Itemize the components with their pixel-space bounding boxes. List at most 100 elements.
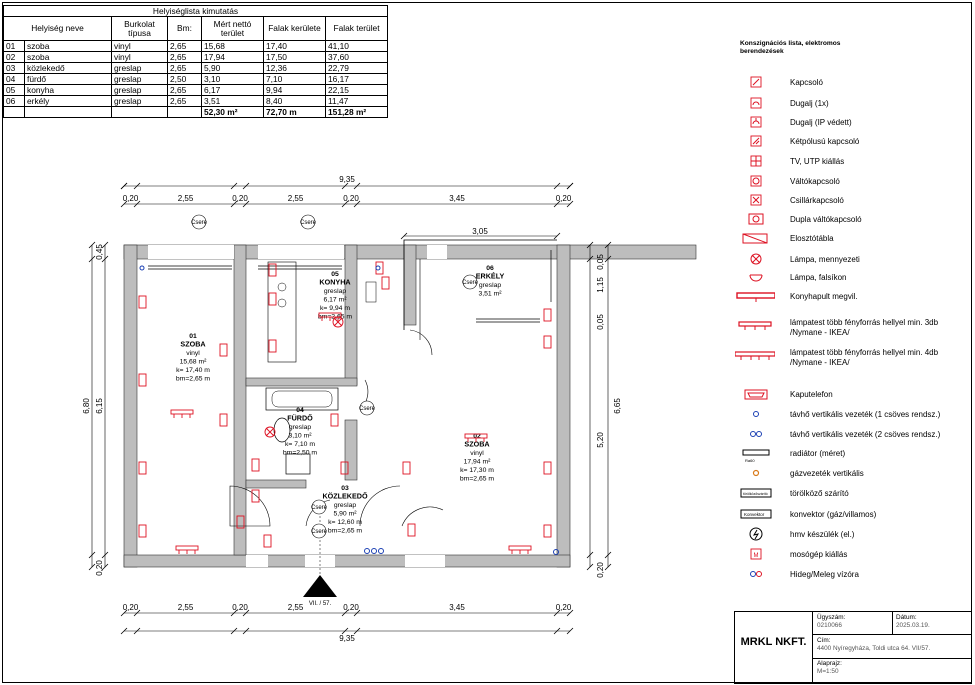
- towel-dryer-icon: törölközőszárító: [740, 488, 772, 498]
- ceiling-lamp-icon: [750, 253, 762, 265]
- dimension-label: 2,55: [288, 603, 304, 612]
- lamp-fixture-icon: [508, 545, 532, 554]
- svg-text:törölközőszárító: törölközőszárító: [743, 492, 768, 496]
- dimension-label: 0,20: [556, 194, 572, 203]
- col-header-area: Mért nettó terület: [201, 16, 264, 41]
- legend-item: Csillárkapcsoló: [735, 193, 970, 211]
- legend-item: Váltókapcsoló: [735, 174, 970, 192]
- legend-item: Hideg/Meleg vízóra: [735, 567, 970, 585]
- door-replace-label: Csere: [191, 220, 208, 226]
- legend-label: Dupla váltókapcsoló: [790, 215, 862, 224]
- dimension-label: 5,20: [596, 432, 605, 448]
- dimension-label: 0,20: [123, 194, 139, 203]
- dimension-label: 0,05: [596, 314, 605, 330]
- distribution-board-icon: [742, 233, 768, 244]
- socket-icon: [251, 458, 260, 472]
- case-label: Ügyszám:: [817, 614, 846, 621]
- room-label: k= 9,94 m: [320, 305, 350, 312]
- room-label: 03: [341, 485, 349, 492]
- legend-label: radiátor (méret): [790, 449, 846, 458]
- changeover-switch-icon: [750, 175, 762, 187]
- door-replace-marker: [359, 400, 375, 416]
- socket-icon: [138, 461, 147, 475]
- plan-value: M=1:50: [817, 667, 839, 675]
- lamp-4-icon: [735, 351, 775, 360]
- dimension-label: 0,20: [343, 603, 359, 612]
- legend-item: hmv készülék (el.): [735, 527, 970, 545]
- room-label: 3,51 m²: [478, 291, 502, 298]
- double-changeover-icon: [748, 213, 764, 225]
- room-label: 06: [486, 265, 494, 272]
- door-replace-marker: [300, 214, 316, 230]
- legend-label: Elosztótábla: [790, 234, 834, 243]
- dimension-label: 6,15: [95, 398, 104, 414]
- dimension-label: 0,20: [343, 194, 359, 203]
- legend-label: törölköző szárító: [790, 489, 849, 498]
- riser-1-icon: [753, 411, 759, 417]
- room-label: KÖZLEKEDŐ: [322, 492, 368, 501]
- dimension-label: 0,20: [232, 194, 248, 203]
- dimension-label: 0,20: [95, 560, 104, 576]
- socket-icon: [543, 308, 552, 322]
- dimension-label: 0,20: [556, 603, 572, 612]
- room-label: 01: [189, 333, 197, 340]
- legend-item: Dugalj (IP védett): [735, 115, 970, 133]
- legend-item: Dugalj (1x): [735, 96, 970, 114]
- dimension-total-bottom: 9,35: [339, 634, 355, 643]
- door-replace-marker: [311, 499, 327, 515]
- address-value: 4400 Nyíregyháza, Toldi utca 64. VII/57.: [817, 644, 931, 652]
- sink: [273, 417, 291, 443]
- room-label: vinyl: [186, 350, 200, 357]
- legend-item: Lámpa, falsíkon: [735, 270, 970, 288]
- door-replace-marker: [311, 523, 327, 539]
- total-wall-area: 151,28 m²: [325, 106, 388, 118]
- dimension-total-top: 9,35: [339, 175, 355, 184]
- room-label: bm=2,65 m: [460, 476, 495, 483]
- bathtub: [265, 387, 339, 411]
- lamp-fixture-icon: [464, 433, 488, 442]
- dimension-label: 2,55: [178, 194, 194, 203]
- socket-icon: [330, 413, 339, 427]
- legend-item: Kaputelefon: [735, 387, 970, 405]
- room-label: bm=2,65 m: [176, 376, 211, 383]
- socket-icon: [268, 292, 277, 306]
- legend-label: konvektor (gáz/villamos): [790, 510, 877, 519]
- room-label: k= 17,40 m: [176, 367, 210, 374]
- date-value: 2025.03.19.: [896, 621, 930, 629]
- room-label: k= 7,10 m: [285, 441, 315, 448]
- legend-item: Lámpa, mennyezeti: [735, 252, 970, 270]
- date-label: Dátum:: [896, 614, 917, 621]
- ceiling-lamp-icon: [332, 316, 344, 328]
- legend-label: távhő vertikális vezeték (1 csöves rends…: [790, 410, 941, 419]
- lamp-fixture-icon: [318, 312, 342, 321]
- room-label: 5,90 m²: [333, 511, 357, 518]
- dimension-label: 0,45: [95, 244, 104, 260]
- socket-icon: [543, 524, 552, 538]
- dimension-label: 0,05: [596, 254, 605, 270]
- dimension-label: 6,65: [613, 398, 622, 414]
- room-label: 04: [296, 407, 304, 414]
- legend-label: gázvezeték vertikális: [790, 469, 864, 478]
- legend-item: Kapcsoló: [735, 75, 970, 93]
- socket-ip-icon: [750, 116, 762, 128]
- socket-icon: [340, 461, 349, 475]
- lamp-fixture-icon: [175, 545, 199, 554]
- company-name: MRKL NKFT.: [735, 612, 813, 683]
- legend-label: lámpatest több fényforrás hellyel min. 3…: [790, 318, 939, 337]
- socket-icon: [543, 335, 552, 349]
- room-label: SZOBA: [464, 440, 489, 449]
- kitchen-counter: [267, 261, 297, 363]
- legend-label: Csillárkapcsoló: [790, 196, 844, 205]
- entrance-label: VII. / 57.: [309, 601, 332, 607]
- dimension-label: 2,55: [178, 603, 194, 612]
- socket-icon: [407, 523, 416, 537]
- dimension-lines: [91, 185, 609, 632]
- room-label: greslap: [324, 288, 347, 295]
- room-label: greslap: [289, 424, 312, 431]
- socket-icon: [138, 295, 147, 309]
- socket-icon: [381, 276, 390, 290]
- legend-item: TV, UTP kiállás: [735, 154, 970, 172]
